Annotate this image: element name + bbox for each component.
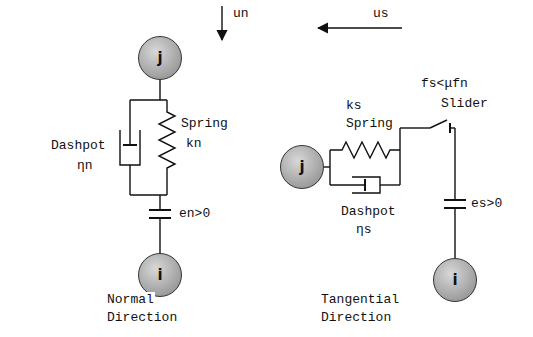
normal-contact-model — [120, 80, 175, 253]
annotation-label: en>0 — [178, 206, 211, 222]
annotation-label: fs<μfn — [420, 76, 469, 92]
annotation-label: Direction — [106, 310, 178, 326]
annotation-label: ηs — [355, 222, 373, 238]
normal-displacement-arrow — [221, 6, 222, 40]
annotation-label: Normal — [106, 292, 155, 308]
dashpot-symbol — [352, 177, 380, 193]
annotation-label: Dashpot — [340, 204, 397, 220]
particle-label: i — [452, 271, 457, 289]
particle-circle: j — [280, 145, 324, 189]
annotation-label: ks — [345, 98, 363, 114]
dashpot-symbol — [120, 130, 140, 165]
annotation-label: us — [372, 6, 390, 22]
slider-symbol — [430, 120, 447, 128]
particle-label: j — [299, 158, 304, 176]
particle-circle: i — [138, 253, 182, 297]
tangential-contact-model — [324, 120, 466, 258]
tangential-displacement-arrow — [318, 27, 402, 28]
annotation-label: Tangential — [320, 292, 400, 308]
spring-symbol — [159, 100, 175, 195]
annotation-label: Spring — [180, 116, 229, 132]
particle-circle: j — [138, 36, 182, 80]
annotation-label: es>0 — [470, 196, 503, 212]
particle-label: i — [157, 266, 162, 284]
annotation-label: Direction — [320, 310, 392, 326]
annotation-label: Dashpot — [50, 138, 107, 154]
annotation-label: Slider — [440, 96, 489, 112]
annotation-label: un — [232, 6, 250, 22]
particle-label: j — [157, 49, 162, 67]
particle-circle: i — [433, 258, 477, 302]
annotation-label: Spring — [345, 116, 394, 132]
annotation-label: ηn — [76, 158, 94, 174]
spring-symbol — [330, 142, 400, 158]
annotation-label: kn — [185, 136, 203, 152]
